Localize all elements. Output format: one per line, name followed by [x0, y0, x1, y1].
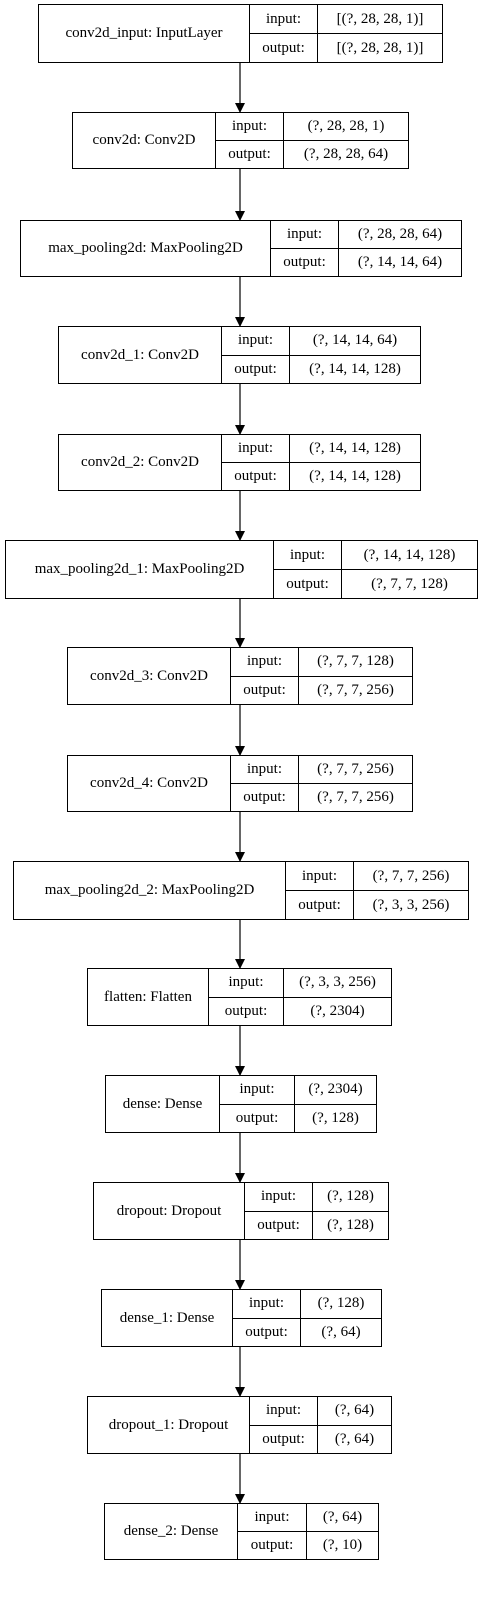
- layer-name: conv2d_3: Conv2D: [68, 648, 231, 704]
- layer-name: dense: Dense: [106, 1076, 220, 1132]
- layer-name: flatten: Flatten: [88, 969, 209, 1025]
- input-shape: (?, 3, 3, 256): [284, 969, 391, 998]
- input-label: input:: [222, 327, 289, 356]
- input-shape: (?, 64): [307, 1504, 378, 1532]
- output-label: output:: [235, 1109, 279, 1126]
- input-shape: (?, 2304): [295, 1076, 376, 1105]
- layer-name: max_pooling2d_2: MaxPooling2D: [14, 862, 286, 919]
- output-shape: (?, 7, 7, 128): [371, 575, 448, 592]
- input-shape: (?, 14, 14, 64): [290, 327, 420, 356]
- input-label: input:: [233, 1290, 300, 1319]
- output-shape: (?, 28, 28, 64): [303, 146, 389, 162]
- input-shape: (?, 7, 7, 256): [354, 862, 468, 891]
- input-label: input:: [274, 541, 341, 570]
- layer-name: dropout_1: Dropout: [88, 1397, 250, 1453]
- input-label: input:: [238, 1504, 306, 1532]
- output-shape: (?, 2304): [310, 1002, 365, 1019]
- input-shape: (?, 128): [301, 1290, 381, 1319]
- layer-name: conv2d_1: Conv2D: [59, 327, 222, 383]
- output-shape: (?, 14, 14, 128): [309, 360, 401, 377]
- input-label: input:: [250, 1397, 317, 1426]
- input-label: input:: [245, 1183, 312, 1212]
- input-shape: [(?, 28, 28, 1)]: [318, 5, 442, 34]
- layer-name: dropout: Dropout: [94, 1183, 245, 1239]
- output-label: output:: [257, 1216, 300, 1233]
- output-shape: [(?, 28, 28, 1)]: [336, 39, 424, 56]
- output-label: output:: [228, 146, 271, 162]
- input-label: input:: [220, 1076, 294, 1105]
- output-shape: (?, 3, 3, 256): [372, 896, 450, 913]
- output-label: output:: [286, 575, 329, 592]
- output-shape: (?, 128): [327, 1216, 374, 1233]
- output-label: output:: [245, 1323, 288, 1340]
- output-label: output:: [243, 681, 286, 698]
- layer-name: max_pooling2d: MaxPooling2D: [21, 221, 271, 276]
- output-shape: (?, 14, 14, 128): [309, 468, 401, 484]
- output-shape: (?, 7, 7, 256): [317, 789, 394, 805]
- layer-name: conv2d_input: InputLayer: [39, 5, 250, 62]
- output-label: output:: [262, 1430, 305, 1447]
- input-label: input:: [271, 221, 338, 249]
- input-shape: (?, 7, 7, 256): [299, 756, 412, 784]
- input-label: input:: [209, 969, 283, 998]
- output-label: output:: [250, 1537, 294, 1553]
- input-shape: (?, 128): [313, 1183, 388, 1212]
- output-label: output:: [243, 789, 286, 805]
- input-shape: (?, 28, 28, 1): [284, 113, 408, 141]
- input-label: input:: [231, 756, 298, 784]
- output-shape: (?, 128): [312, 1109, 359, 1126]
- output-label: output:: [262, 39, 305, 56]
- layer-name: conv2d: Conv2D: [73, 113, 216, 168]
- input-label: input:: [286, 862, 353, 891]
- input-shape: (?, 14, 14, 128): [342, 541, 477, 570]
- input-label: input:: [250, 5, 317, 34]
- output-shape: (?, 14, 14, 64): [357, 254, 443, 270]
- output-shape: (?, 64): [321, 1323, 361, 1340]
- output-label: output:: [283, 254, 326, 270]
- input-shape: (?, 14, 14, 128): [290, 435, 420, 463]
- input-shape: (?, 7, 7, 128): [299, 648, 412, 677]
- layer-name: conv2d_2: Conv2D: [59, 435, 222, 490]
- layer-name: conv2d_4: Conv2D: [68, 756, 231, 811]
- output-label: output:: [234, 360, 277, 377]
- input-label: input:: [222, 435, 289, 463]
- input-shape: (?, 28, 28, 64): [339, 221, 461, 249]
- layer-name: dense_2: Dense: [105, 1504, 238, 1559]
- layer-name: max_pooling2d_1: MaxPooling2D: [6, 541, 274, 598]
- output-label: output:: [234, 468, 277, 484]
- output-shape: (?, 7, 7, 256): [317, 681, 394, 698]
- layer-name: dense_1: Dense: [102, 1290, 233, 1346]
- output-label: output:: [298, 896, 341, 913]
- input-label: input:: [231, 648, 298, 677]
- input-label: input:: [216, 113, 283, 141]
- output-shape: (?, 10): [322, 1537, 363, 1553]
- output-label: output:: [224, 1002, 268, 1019]
- output-shape: (?, 64): [334, 1430, 375, 1447]
- input-shape: (?, 64): [318, 1397, 391, 1426]
